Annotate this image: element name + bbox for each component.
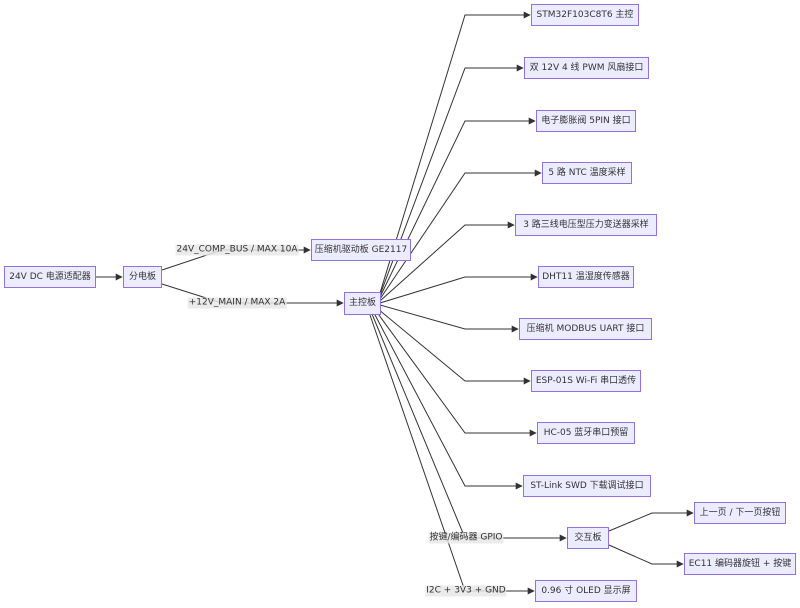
- edge-main-oled: [369, 314, 535, 595]
- node-hc05[interactable]: HC-05 蓝牙串口预留: [537, 422, 635, 444]
- node-psu[interactable]: 24V DC 电源适配器: [4, 266, 96, 288]
- node-comp-drv[interactable]: 压缩机驱动板 GE2117: [311, 239, 411, 261]
- edge-uiboard-ec11: [608, 544, 684, 568]
- node-page-btn[interactable]: 上一页 / 下一页按钮: [694, 502, 786, 524]
- node-exv[interactable]: 电子膨胀阀 5PIN 接口: [536, 110, 636, 132]
- node-main[interactable]: 主控板: [344, 292, 381, 315]
- node-stm32[interactable]: STM32F103C8T6 主控: [531, 4, 639, 26]
- node-ui-board[interactable]: 交互板: [567, 527, 609, 549]
- edge-label-i2c: I2C + 3V3 + GND: [425, 585, 507, 597]
- node-dist[interactable]: 分电板: [123, 266, 162, 288]
- edge-label-gpio: 按键/编码器 GPIO: [428, 532, 504, 544]
- node-ec11[interactable]: EC11 编码器旋钮 + 按键: [684, 553, 796, 575]
- edge-label-main-bus: +12V_MAIN / MAX 2A: [187, 297, 287, 309]
- edge-main-dht11: [379, 273, 538, 304]
- edge-uiboard-pagebtn: [608, 509, 694, 532]
- node-pwm-fan[interactable]: 双 12V 4 线 PWM 风扇接口: [524, 57, 649, 79]
- edge-main-stlink: [373, 312, 523, 490]
- edge-main-pressure: [379, 221, 515, 302]
- edge-main-esp01s: [377, 308, 531, 385]
- edge-main-pwmfan: [379, 64, 524, 296]
- node-stlink[interactable]: ST-Link SWD 下载调试接口: [523, 475, 651, 497]
- node-pressure[interactable]: 3 路三线电压型压力变送器采样: [515, 214, 657, 236]
- node-esp01s[interactable]: ESP-01S Wi-Fi 串口透传: [531, 370, 641, 392]
- node-dht11[interactable]: DHT11 温湿度传感器: [538, 266, 634, 288]
- node-oled[interactable]: 0.96 寸 OLED 显示屏: [535, 580, 637, 602]
- edge-label-comp-bus: 24V_COMP_BUS / MAX 10A: [175, 244, 299, 256]
- node-modbus[interactable]: 压缩机 MODBUS UART 接口: [519, 318, 652, 340]
- edge-main-stm32: [379, 11, 531, 294]
- edge-main-ntc: [379, 169, 542, 300]
- edge-main-exv: [379, 117, 536, 298]
- edge-main-hc05: [375, 310, 537, 437]
- node-ntc[interactable]: 5 路 NTC 温度采样: [542, 162, 632, 184]
- edge-main-modbus: [379, 304, 519, 333]
